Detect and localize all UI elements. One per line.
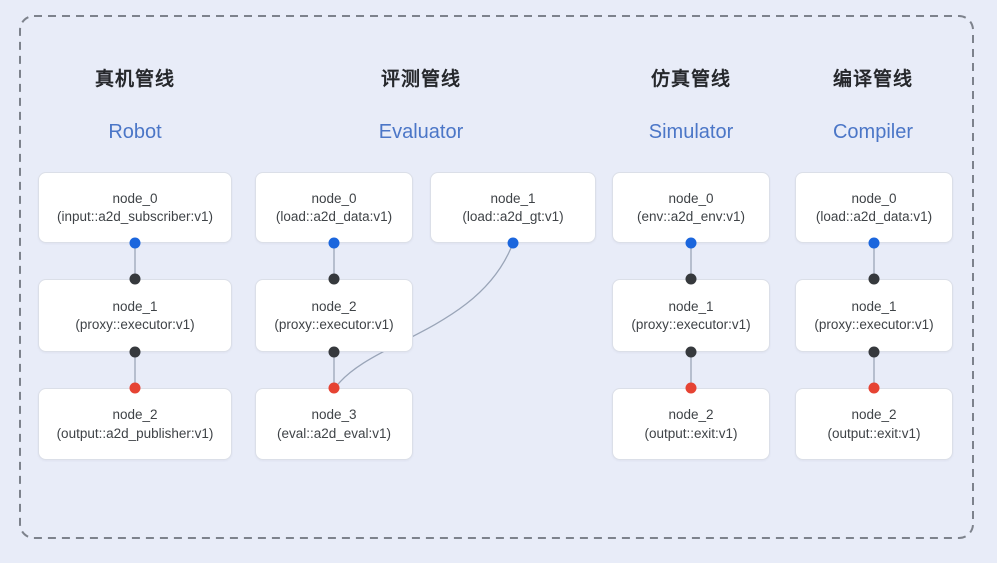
pipeline-title-cn-compiler: 编译管线: [832, 69, 914, 90]
node-name: node_2: [112, 407, 158, 422]
node-name: node_2: [668, 407, 714, 422]
node-type: (load::a2d_gt:v1): [462, 209, 564, 224]
node-box-evaluator-node1: node_1 (load::a2d_gt:v1): [430, 172, 596, 243]
node-name: node_0: [851, 190, 897, 206]
node-type: (output::exit:v1): [827, 425, 921, 441]
node-name: node_1: [851, 298, 897, 314]
node-box-evaluator-node3: node_3 (eval::a2d_eval:v1): [255, 388, 413, 460]
node-type: (eval::a2d_eval:v1): [276, 425, 392, 441]
node-box-simulator-node0: node_0 (env::a2d_env:v1): [612, 172, 770, 243]
node-type: (proxy::executor:v1): [75, 317, 195, 332]
pipeline-title-en-simulator: Simulator: [648, 121, 734, 143]
node-type: (output::exit:v1): [644, 425, 738, 441]
node-name: node_1: [668, 298, 714, 314]
node-box-compiler-node0: node_0 (load::a2d_data:v1): [795, 172, 953, 243]
node-box-robot-node2: node_2 (output::a2d_publisher:v1): [38, 388, 232, 460]
node-type: (proxy::executor:v1): [274, 317, 394, 332]
node-name: node_0: [311, 190, 357, 206]
node-box-robot-node0: node_0 (input::a2d_subscriber:v1): [38, 172, 232, 243]
node-type: (proxy::executor:v1): [814, 317, 934, 332]
node-box-evaluator-node2: node_2 (proxy::executor:v1): [255, 279, 413, 352]
node-box-compiler-node2: node_2 (output::exit:v1): [795, 388, 953, 460]
pipeline-title-en-evaluator: Evaluator: [378, 121, 464, 143]
node-name: node_1: [490, 190, 536, 206]
pipeline-title-cn-robot: 真机管线: [94, 69, 176, 90]
node-type: (input::a2d_subscriber:v1): [56, 209, 214, 224]
node-box-robot-node1: node_1 (proxy::executor:v1): [38, 279, 232, 352]
node-type: (load::a2d_data:v1): [275, 209, 393, 224]
node-type: (load::a2d_data:v1): [815, 209, 933, 224]
node-name: node_2: [311, 298, 357, 314]
node-type: (output::a2d_publisher:v1): [56, 425, 214, 441]
node-name: node_2: [851, 407, 897, 422]
pipeline-title-cn-evaluator: 评测管线: [380, 69, 462, 90]
node-box-compiler-node1: node_1 (proxy::executor:v1): [795, 279, 953, 352]
pipeline-title-en-robot: Robot: [108, 121, 162, 143]
node-name: node_0: [668, 190, 714, 206]
node-name: node_0: [112, 190, 158, 206]
node-box-evaluator-node0: node_0 (load::a2d_data:v1): [255, 172, 413, 243]
node-name: node_3: [311, 407, 357, 422]
node-box-simulator-node2: node_2 (output::exit:v1): [612, 388, 770, 460]
pipeline-title-cn-simulator: 仿真管线: [650, 69, 732, 90]
node-type: (proxy::executor:v1): [631, 317, 751, 332]
node-box-simulator-node1: node_1 (proxy::executor:v1): [612, 279, 770, 352]
node-type: (env::a2d_env:v1): [636, 209, 746, 224]
pipeline-title-en-compiler: Compiler: [832, 121, 914, 143]
node-name: node_1: [112, 298, 158, 314]
